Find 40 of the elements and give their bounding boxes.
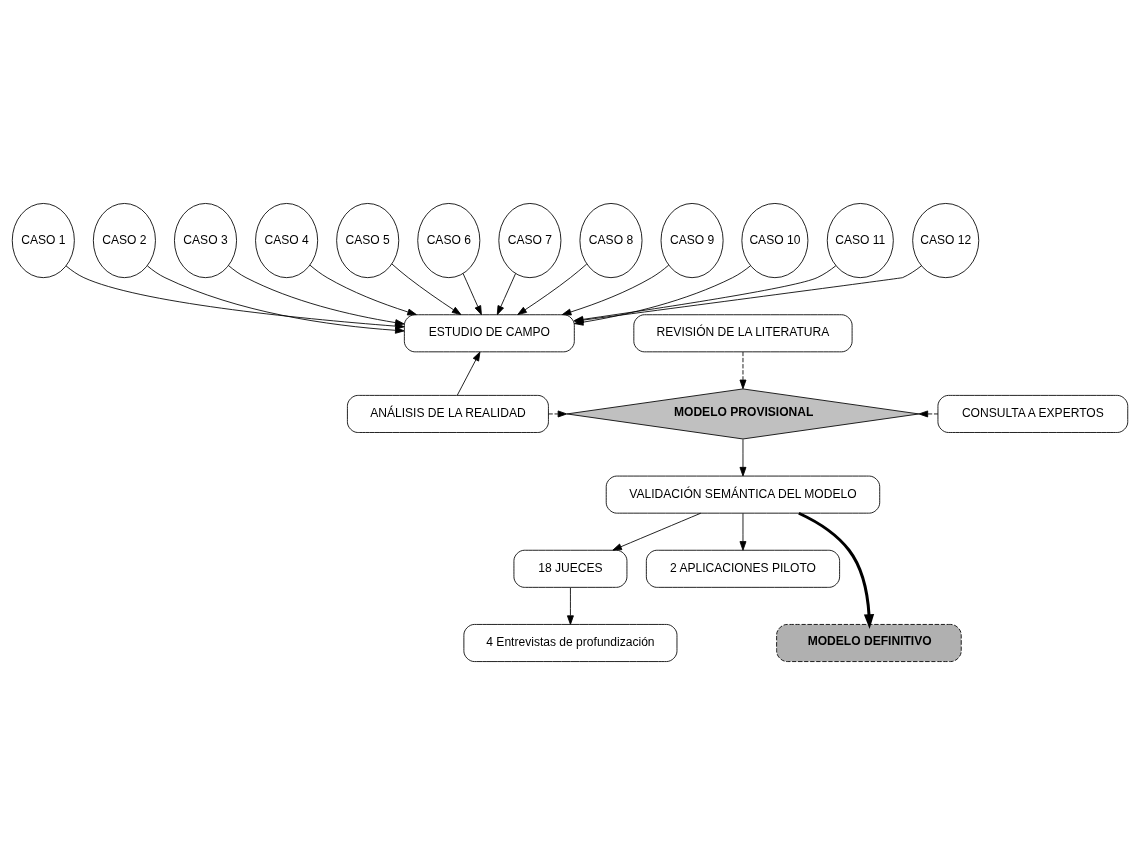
arrow: [561, 264, 670, 315]
arrow: [456, 351, 481, 396]
node-ellipse: CASO 5: [336, 202, 400, 278]
node-box: CONSULTA A EXPERTOS: [937, 394, 1129, 433]
node-box: ESTUDIO DE CAMPO: [403, 313, 575, 352]
node-diamond: MODELO PROVISIONAL: [566, 388, 920, 439]
arrow: [567, 586, 574, 625]
node-box: 4 Entrevistas de profundización: [463, 623, 678, 662]
node-box: ANÁLISIS DE LA REALIDAD: [347, 394, 549, 433]
node-ellipse: CASO 6: [417, 202, 481, 278]
arrow: [739, 512, 747, 551]
arrow: [739, 351, 747, 389]
node-ellipse: CASO 10: [741, 202, 809, 278]
arrow: [798, 511, 875, 629]
arrow: [918, 410, 939, 417]
node-ellipse: CASO 1: [11, 202, 75, 278]
node-ellipse: CASO 4: [255, 202, 319, 278]
node-ellipse: CASO 7: [498, 202, 562, 278]
node-ellipse: CASO 8: [579, 202, 643, 278]
node-box: MODELO DEFINITIVO: [776, 623, 962, 662]
arrow: [496, 272, 516, 315]
arrow: [574, 264, 922, 323]
node-ellipse: CASO 12: [912, 202, 980, 278]
arrow: [548, 410, 568, 417]
node-box: 18 JUECES: [513, 549, 628, 588]
node-box: REVISIÓN DE LA LITERATURA: [633, 313, 853, 352]
arrow: [391, 263, 462, 315]
node-ellipse: CASO 3: [174, 202, 237, 278]
arrow: [739, 438, 747, 476]
arrow: [612, 512, 702, 551]
node-ellipse: CASO 11: [826, 202, 894, 278]
node-box: VALIDACIÓN SEMÁNTICA DEL MODELO: [605, 475, 881, 514]
arrow: [309, 264, 417, 315]
arrow: [462, 272, 482, 315]
node-ellipse: CASO 9: [660, 202, 724, 278]
arrow: [517, 263, 588, 315]
node-box: 2 APLICACIONES PILOTO: [645, 549, 841, 588]
arrow: [228, 264, 405, 326]
node-ellipse: CASO 2: [92, 202, 156, 278]
arrow: [573, 264, 837, 323]
